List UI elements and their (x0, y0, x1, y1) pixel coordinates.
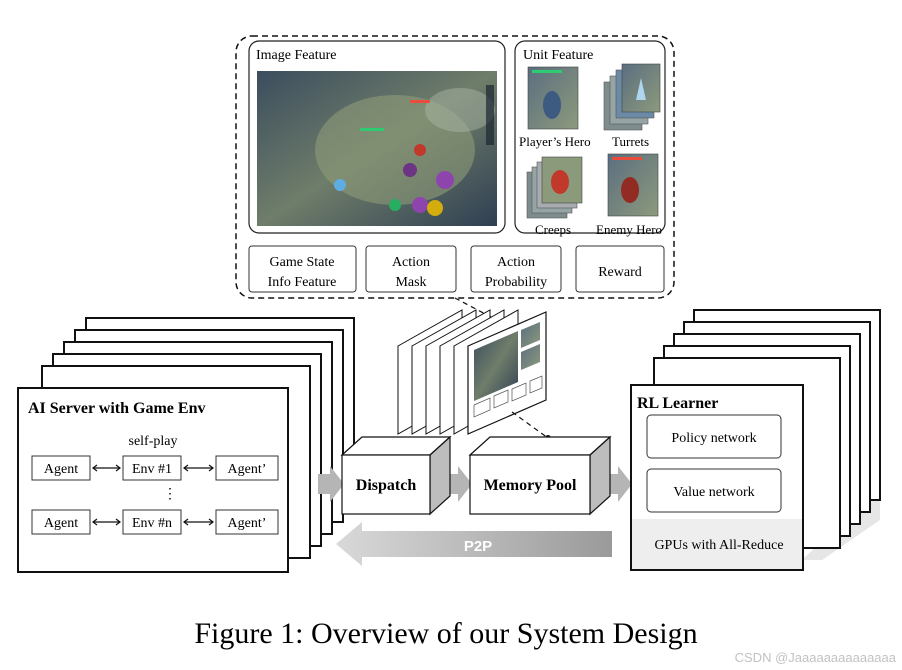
sample-frame-stack (397, 309, 547, 435)
agent-row-1: Agent Env #1 Agent’ (31, 455, 279, 481)
svg-text:Env #n: Env #n (132, 516, 172, 531)
svg-text:Action: Action (497, 255, 535, 270)
creeps-image (526, 156, 583, 219)
svg-text:Agent’: Agent’ (228, 516, 267, 531)
svg-text:Game State: Game State (270, 255, 335, 270)
envn-box (122, 509, 182, 535)
agent-box-n (31, 509, 91, 535)
svg-text:Info Feature: Info Feature (268, 275, 337, 290)
ai-server-title: AI Server with Game Env (28, 400, 205, 417)
sample-to-memory-connector (511, 411, 549, 439)
unit-label-creeps: Creeps (535, 222, 571, 237)
flow-arrow-server-to-dispatch (318, 466, 344, 502)
policy-network-label: Policy network (671, 431, 756, 446)
turrets-image (603, 63, 661, 131)
value-network-label: Value network (673, 485, 754, 500)
image-feature-title: Image Feature (256, 48, 336, 63)
svg-text:Action: Action (392, 255, 430, 270)
memory-pool-cube (468, 435, 612, 516)
svg-text:Reward: Reward (598, 265, 642, 280)
gpu-band (632, 519, 802, 569)
agent-prime-box-1 (215, 455, 279, 481)
enemy-hero-image (607, 153, 659, 217)
flow-arrow-memory-to-learner (610, 466, 632, 502)
agent-prime-box-n (215, 509, 279, 535)
svg-text:Env #1: Env #1 (132, 462, 172, 477)
action-probability-box: Action Probability (470, 245, 562, 293)
watermark: CSDN @Jaaaaaaaaaaaaaa (735, 650, 897, 665)
env1-box (122, 455, 182, 481)
svg-text:Agent: Agent (44, 462, 78, 477)
p2p-label: P2P (464, 538, 492, 555)
unit-feature-title: Unit Feature (523, 48, 593, 63)
flow-arrow-dispatch-to-memory (450, 466, 472, 502)
svg-text:Agent: Agent (44, 516, 78, 531)
rl-learner-title: RL Learner (637, 395, 718, 412)
dispatch-cube (340, 435, 452, 516)
p2p-arrow (336, 522, 612, 566)
memory-pool-label: Memory Pool (484, 477, 577, 494)
unit-label-players-hero: Player’s Hero (519, 134, 591, 149)
agent-row-n: Agent Env #n Agent’ (31, 509, 279, 535)
dispatch-label: Dispatch (356, 477, 417, 494)
unit-label-turrets: Turrets (612, 134, 649, 149)
double-arrow-icon (92, 464, 214, 472)
gpus-label: GPUs with All-Reduce (654, 538, 783, 553)
game-screenshot-image (257, 71, 497, 226)
agent-box-1 (31, 455, 91, 481)
double-arrow-icon (92, 518, 214, 526)
value-network-box (646, 468, 782, 513)
reward-box: Reward (575, 245, 665, 293)
feature-panel: Image Feature Unit Feature Player’s Hero (235, 35, 675, 299)
svg-text:Agent’: Agent’ (228, 462, 267, 477)
figure-caption: Figure 1: Overview of our System Design (194, 617, 697, 650)
svg-text:Probability: Probability (485, 275, 547, 290)
vertical-ellipsis: ⋮ (163, 487, 177, 502)
players-hero-image (527, 66, 579, 130)
policy-network-box (646, 414, 782, 459)
self-play-label: self-play (129, 434, 178, 449)
action-mask-box: Action Mask (365, 245, 457, 293)
game-state-box: Game State Info Feature (248, 245, 357, 293)
unit-label-enemy-hero: Enemy Hero (596, 222, 662, 237)
svg-text:Mask: Mask (395, 275, 426, 290)
